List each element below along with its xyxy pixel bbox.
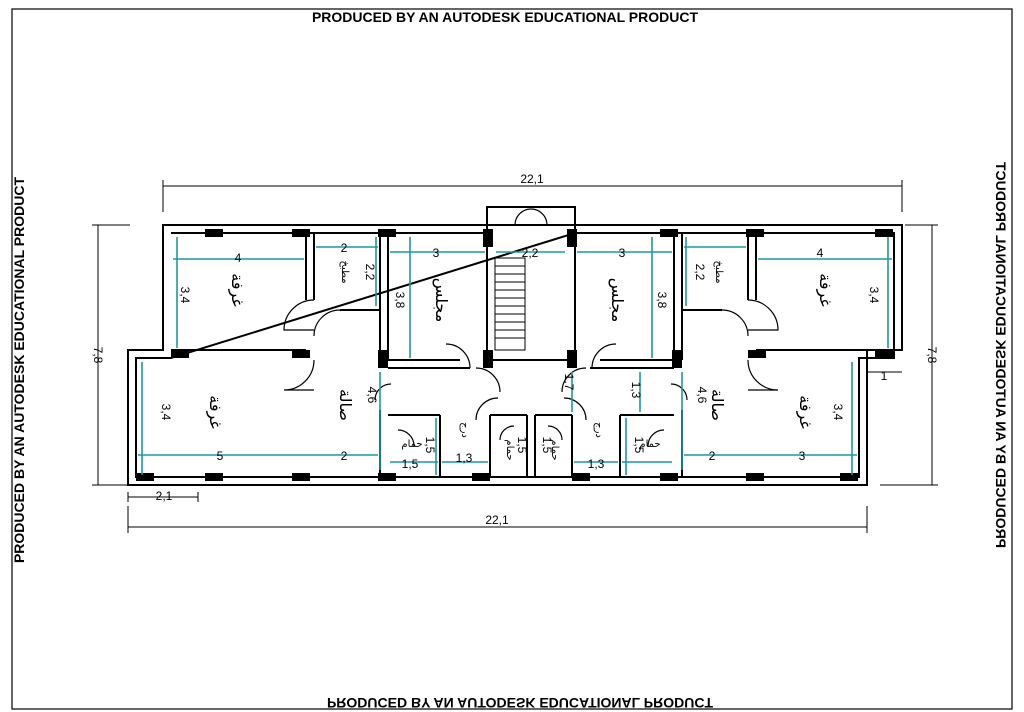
room-hall-right: صالة bbox=[708, 389, 727, 421]
dim-majlis-left-depth: 3,8 bbox=[393, 292, 407, 309]
room-bath-left: حمام bbox=[401, 439, 422, 450]
dim-bedroom-bl-width: 5 bbox=[217, 449, 224, 463]
dim-hall-right-depth: 4,6 bbox=[695, 387, 709, 404]
stamp-bottom: PRODUCED BY AN AUTODESK EDUCATIONAL PROD… bbox=[327, 695, 714, 711]
dim-wc-right-depth: 1,5 bbox=[540, 437, 554, 454]
room-kitchen-right: مطبخ bbox=[713, 260, 724, 283]
dim-bedroom-br-depth: 3,4 bbox=[831, 404, 845, 421]
dim-bath-left-depth: 1,5 bbox=[423, 437, 437, 454]
dim-stair-landing: 1,7 bbox=[562, 374, 576, 391]
dim-majlis-left-width: 3 bbox=[433, 246, 440, 260]
dim-hall-left-depth: 4,6 bbox=[365, 387, 379, 404]
room-dimension-lines bbox=[138, 237, 892, 475]
room-hall-left: صالة bbox=[336, 389, 355, 421]
room-majlis-right: مجلس bbox=[607, 278, 627, 323]
door-swings bbox=[283, 208, 779, 447]
offset-left-dim: 2,1 bbox=[156, 489, 173, 503]
room-bedroom-bottom-right: غرفة bbox=[795, 395, 815, 428]
dim-bath-right-depth: 1,5 bbox=[632, 437, 646, 454]
room-bath-right: حمام bbox=[639, 439, 660, 450]
dim-bedroom-tr-width: 4 bbox=[817, 246, 824, 260]
dim-bedroom-bl-depth: 3,4 bbox=[159, 404, 173, 421]
dim-kitchen-left-depth: 2,2 bbox=[363, 264, 377, 281]
walls bbox=[127, 206, 903, 486]
dim-bedroom-br-width: 3 bbox=[799, 449, 806, 463]
overall-height-left: 7,8 bbox=[91, 347, 105, 364]
dim-bath-left-width: 1,5 bbox=[402, 457, 419, 471]
dim-corridor-right-depth: 1,3 bbox=[629, 382, 643, 399]
stamp-left: PRODUCED BY AN AUTODESK EDUCATIONAL PROD… bbox=[11, 177, 27, 564]
overall-height-right: 7,8 bbox=[925, 347, 939, 364]
dim-bedroom-tl-depth: 3,4 bbox=[178, 287, 192, 304]
overall-width-bottom: 22,1 bbox=[485, 513, 509, 527]
dim-hall-right-width: 2 bbox=[709, 449, 716, 463]
dim-wc-left-depth: 1,5 bbox=[515, 437, 529, 454]
dim-corridor-left-width: 1,3 bbox=[456, 451, 473, 465]
overall-dimensions bbox=[92, 180, 938, 533]
room-stair-label-right: درج bbox=[593, 422, 604, 438]
dim-kitchen-left-width: 2 bbox=[341, 241, 348, 255]
dim-kitchen-right-depth: 2,2 bbox=[693, 264, 707, 281]
room-wc-right: حمام bbox=[549, 439, 560, 460]
offset-right-dim: 1 bbox=[881, 369, 888, 383]
room-kitchen-left: مطبخ bbox=[339, 260, 350, 283]
dim-hall-left-width: 2 bbox=[341, 449, 348, 463]
overall-width-top: 22,1 bbox=[520, 172, 544, 186]
room-bedroom-top-right: غرفة bbox=[815, 273, 835, 306]
dim-stair-width: 2,2 bbox=[522, 246, 539, 260]
dim-corridor-right-width: 1,3 bbox=[588, 457, 605, 471]
stamp-top: PRODUCED BY AN AUTODESK EDUCATIONAL PROD… bbox=[312, 9, 699, 25]
dim-majlis-right-depth: 3,8 bbox=[655, 292, 669, 309]
room-majlis-left: مجلس bbox=[431, 278, 451, 323]
stamp-right: PRODUCED BY AN AUTODESK EDUCATIONAL PROD… bbox=[993, 162, 1009, 549]
dim-bedroom-tr-depth: 3,4 bbox=[867, 287, 881, 304]
columns bbox=[136, 229, 893, 481]
dim-bedroom-tl-width: 4 bbox=[235, 251, 242, 265]
room-bedroom-bottom-left: غرفة bbox=[205, 395, 225, 428]
sheet-border bbox=[11, 8, 1013, 710]
room-bedroom-top-left: غرفة bbox=[227, 273, 247, 306]
dim-majlis-right-width: 3 bbox=[619, 246, 626, 260]
room-stair-label-left: درج bbox=[459, 422, 470, 438]
room-wc-left: حمام bbox=[504, 439, 515, 460]
